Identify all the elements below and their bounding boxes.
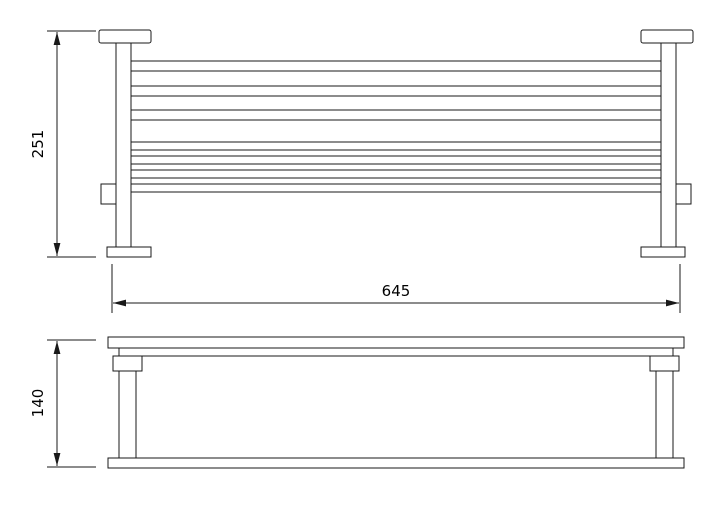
left-mount-tab [100,183,117,205]
left-collar [112,355,143,372]
left-post [115,42,132,248]
right-foot [640,246,686,258]
depth-dimension-label: 140 [29,389,47,418]
right-arm [655,370,674,459]
height-dimension-label: 251 [29,130,47,159]
bottom-rail [107,457,685,469]
shelf-rail [130,60,662,72]
towel-rail [130,155,662,165]
towel-rail [130,141,662,151]
shelf-rail [130,109,662,121]
towel-rail [130,183,662,193]
shelf-rail [130,85,662,97]
left-foot [106,246,152,258]
width-dimension-label: 645 [382,282,411,300]
right-collar [649,355,680,372]
top-rail-inner [118,347,674,357]
dimension-width: 645 [111,264,681,313]
front-view [98,29,694,258]
left-cap [98,29,152,44]
top-rail-outer [107,336,685,349]
right-mount-tab [675,183,692,205]
right-post [660,42,677,248]
left-arm [118,370,137,459]
dimension-depth: 140 [29,339,96,468]
towel-rail [130,169,662,179]
profile-view [107,336,685,469]
right-cap [640,29,694,44]
dimension-height: 251 [29,30,96,258]
